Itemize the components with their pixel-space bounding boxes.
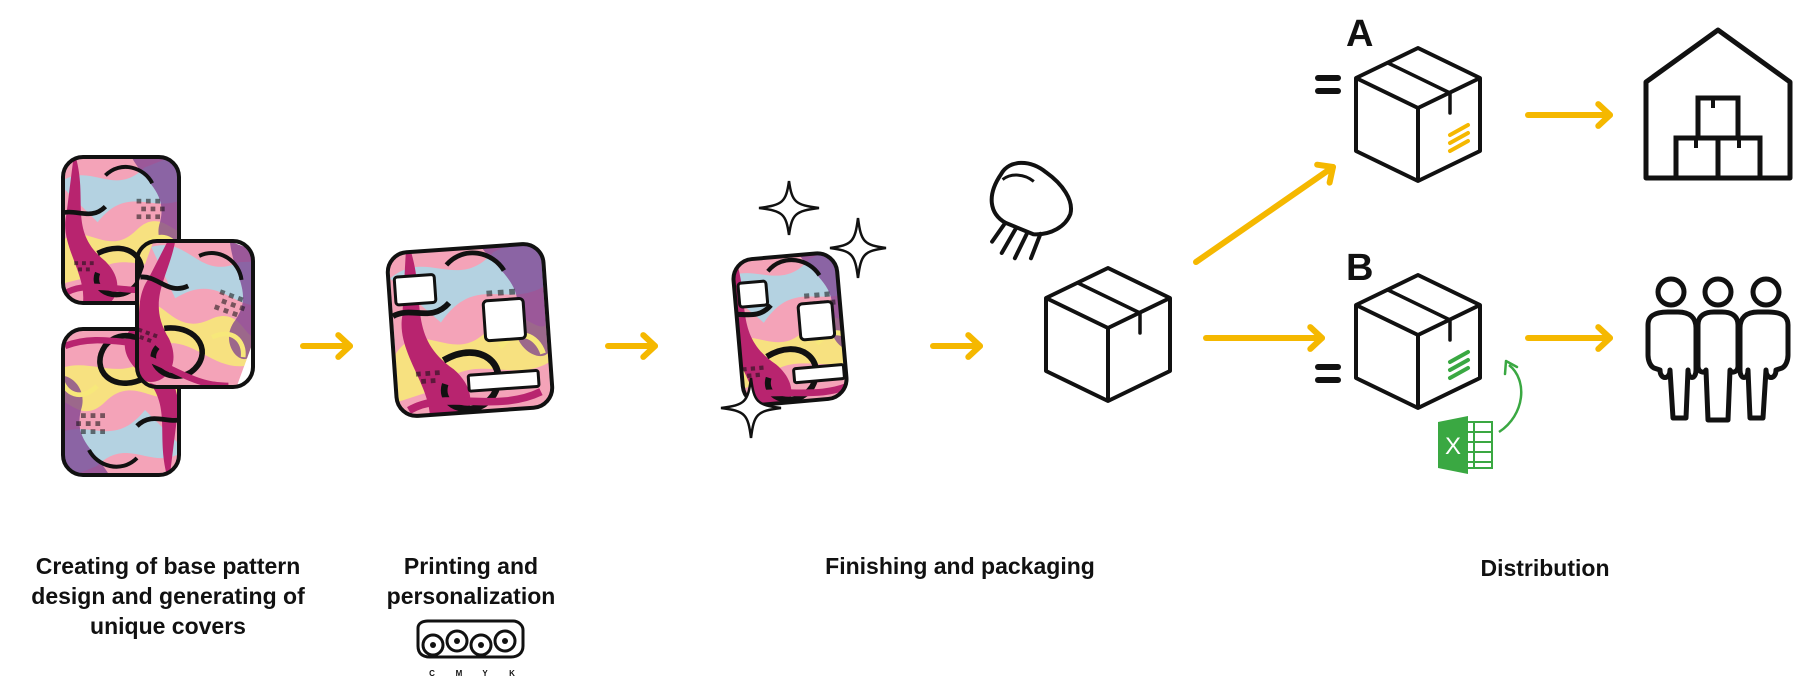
box-b-icon <box>1354 273 1482 410</box>
stage-label-distribution: Distribution <box>1480 555 1610 581</box>
cover-card-top <box>61 155 181 305</box>
press-channel-m: M <box>456 669 463 678</box>
people-icon <box>1645 276 1791 423</box>
spreadsheet-link-arrow <box>1498 364 1523 434</box>
personalization-field <box>736 279 770 309</box>
press-channel-k: K <box>509 669 515 678</box>
flow-arrow <box>300 332 353 360</box>
personalization-text-line <box>792 363 846 385</box>
sparkle-icon <box>720 377 782 439</box>
variant-label-b: B <box>1346 247 1373 289</box>
stage-label-printing: Printing and personalization <box>386 553 556 609</box>
stage-label-finishing: Finishing and packaging <box>825 553 1095 579</box>
personalized-cover <box>385 242 555 418</box>
flow-arrow <box>1193 161 1336 265</box>
stage-label-design: Creating of base pattern design and gene… <box>31 553 305 639</box>
printing-press-icon: C M Y K <box>416 619 525 678</box>
box-a-icon <box>1354 46 1482 183</box>
warehouse-icon <box>1643 27 1793 181</box>
flow-arrow <box>1525 101 1613 129</box>
glove-hand-icon <box>989 160 1073 261</box>
press-channel-c: C <box>429 669 435 678</box>
sparkle-icon <box>758 180 820 236</box>
flow-arrow <box>1203 324 1325 352</box>
spreadsheet-icon: X <box>1438 416 1493 474</box>
finished-cover <box>731 251 849 407</box>
equals-sign <box>1315 75 1341 94</box>
box-label-lines <box>1448 123 1470 153</box>
equals-sign <box>1315 364 1341 383</box>
variant-label-a: A <box>1346 13 1373 55</box>
package-box-icon <box>1044 266 1172 403</box>
sparkle-icon <box>829 217 887 279</box>
personalization-text-line <box>466 368 541 393</box>
personalization-photo <box>796 300 837 342</box>
cover-stack <box>61 155 255 477</box>
press-channel-y: Y <box>482 669 488 678</box>
flow-arrow <box>1525 324 1613 352</box>
cover-card-bottom <box>61 327 181 477</box>
spreadsheet-letter: X <box>1445 433 1461 460</box>
flow-arrow <box>605 332 658 360</box>
cover-card-front <box>135 239 255 389</box>
spreadsheet-link-arrowhead <box>1503 359 1519 376</box>
flow-arrow <box>930 332 983 360</box>
box-label-lines <box>1448 350 1470 380</box>
personalization-photo <box>481 297 527 343</box>
flow-arrows <box>300 101 1613 360</box>
personalization-field <box>392 273 438 307</box>
